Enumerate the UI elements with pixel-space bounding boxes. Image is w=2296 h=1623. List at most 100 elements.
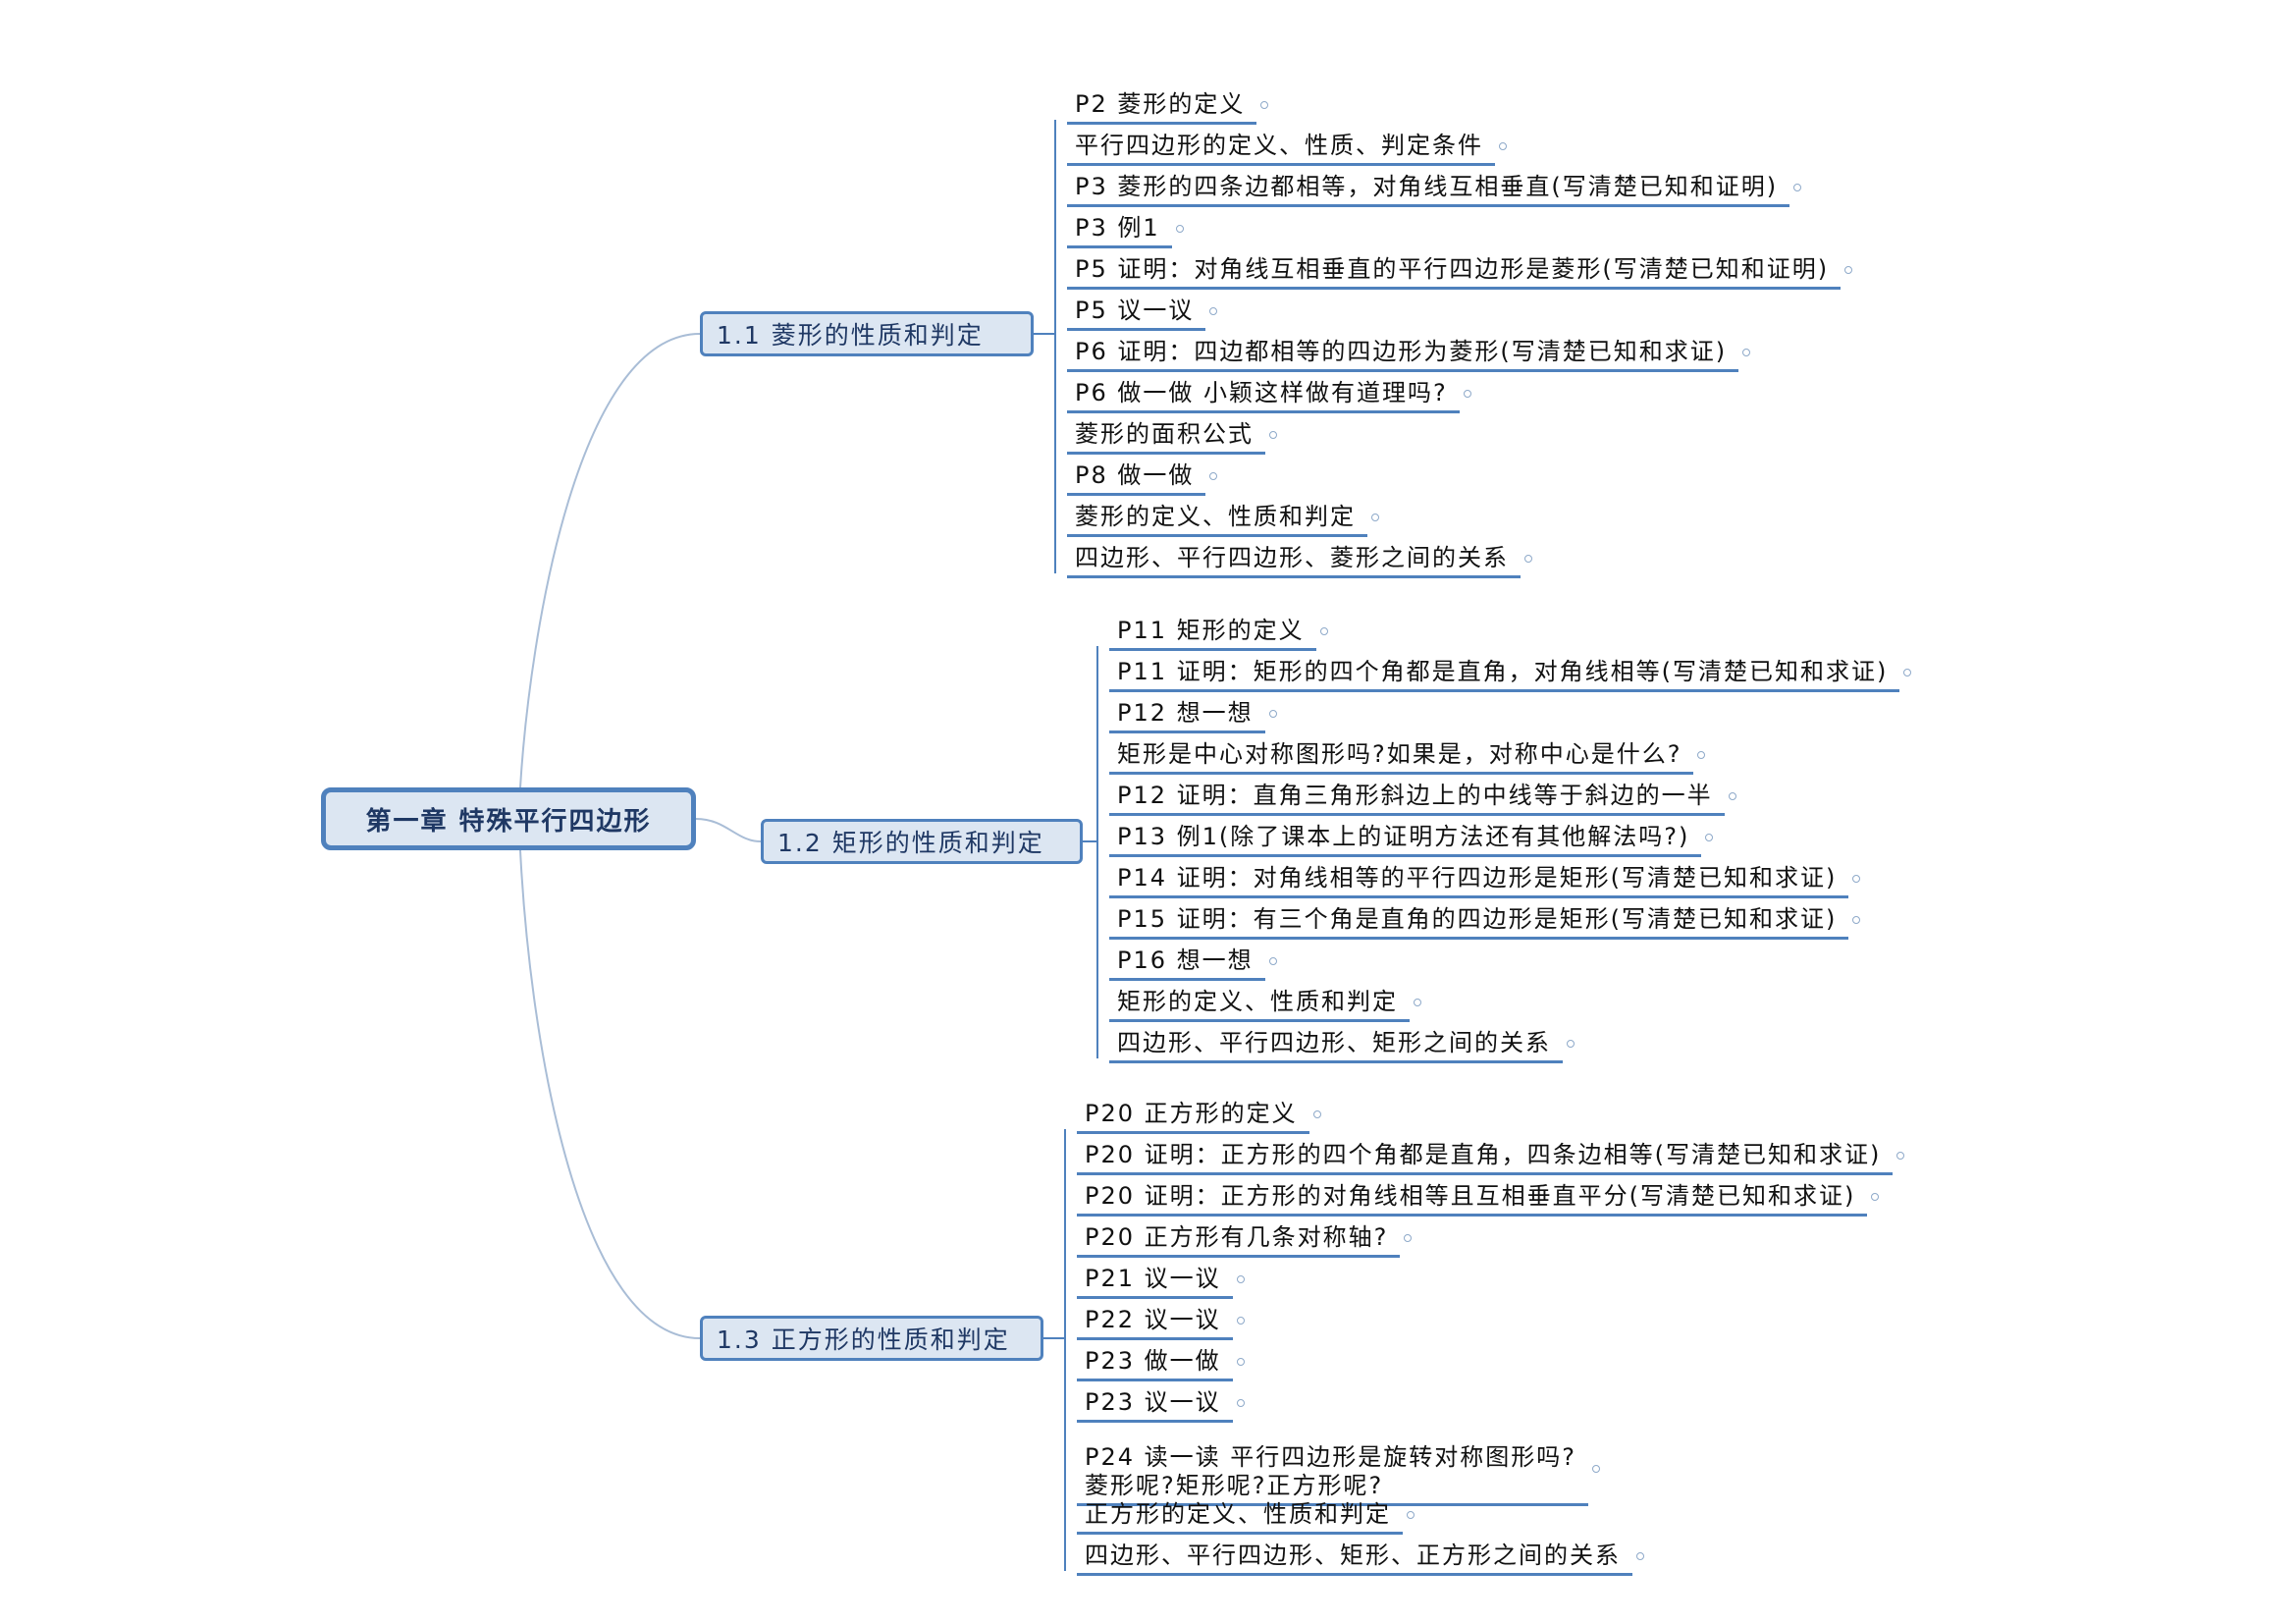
leaf-underline: [1109, 937, 1848, 940]
leaf-underline: [1077, 1296, 1233, 1299]
leaf-topic-label: 四边形、平行四边形、矩形之间的关系: [1117, 1029, 1551, 1056]
leaf-underline: [1077, 1379, 1233, 1381]
leaf-topic[interactable]: P21 议一议: [1077, 1265, 1245, 1299]
leaf-topic[interactable]: P13 例1(除了课本上的证明方法还有其他解法吗?): [1109, 823, 1713, 857]
leaf-underline: [1109, 978, 1265, 981]
leaf-topic-label: P2 菱形的定义: [1075, 90, 1246, 118]
leaf-topic-label: P20 正方形有几条对称轴?: [1085, 1223, 1389, 1251]
leaf-topic[interactable]: P3 菱形的四条边都相等，对角线互相垂直(写清楚已知和证明): [1067, 173, 1801, 207]
expand-toggle-icon[interactable]: [1176, 225, 1184, 233]
leaf-topic[interactable]: P20 证明：正方形的四个角都是直角，四条边相等(写清楚已知和求证): [1077, 1141, 1904, 1175]
leaf-topic-label: 平行四边形的定义、性质、判定条件: [1075, 132, 1483, 159]
expand-toggle-icon[interactable]: [1705, 834, 1713, 841]
expand-toggle-icon[interactable]: [1464, 390, 1471, 398]
leaf-topic[interactable]: P23 议一议: [1077, 1388, 1245, 1423]
leaf-topic[interactable]: P15 证明：有三个角是直角的四边形是矩形(写清楚已知和求证): [1109, 905, 1860, 940]
leaf-topic[interactable]: P12 证明：直角三角形斜边上的中线等于斜边的一半: [1109, 782, 1736, 816]
leaf-topic[interactable]: 四边形、平行四边形、矩形之间的关系: [1109, 1029, 1575, 1063]
expand-toggle-icon[interactable]: [1371, 514, 1379, 521]
expand-toggle-icon[interactable]: [1237, 1317, 1245, 1325]
leaf-topic[interactable]: P5 议一议: [1067, 297, 1217, 331]
leaf-topic[interactable]: P23 做一做: [1077, 1347, 1245, 1381]
expand-toggle-icon[interactable]: [1636, 1552, 1644, 1560]
root-topic-label: 第一章 特殊平行四边形: [365, 806, 652, 837]
leaf-topic[interactable]: P5 证明：对角线互相垂直的平行四边形是菱形(写清楚已知和证明): [1067, 255, 1852, 290]
leaf-topic[interactable]: P22 议一议: [1077, 1306, 1245, 1340]
leaf-topic[interactable]: P11 证明：矩形的四个角都是直角，对角线相等(写清楚已知和求证): [1109, 658, 1911, 692]
leaf-topic[interactable]: P20 正方形有几条对称轴?: [1077, 1223, 1412, 1258]
expand-toggle-icon[interactable]: [1414, 999, 1421, 1006]
expand-toggle-icon[interactable]: [1896, 1152, 1904, 1160]
leaf-underline: [1067, 534, 1367, 537]
root-topic[interactable]: 第一章 特殊平行四边形: [321, 787, 696, 850]
expand-toggle-icon[interactable]: [1320, 627, 1328, 635]
leaf-topic[interactable]: 四边形、平行四边形、矩形、正方形之间的关系: [1077, 1542, 1644, 1576]
branch-topic-1[interactable]: 1.1 菱形的性质和判定: [700, 311, 1034, 356]
expand-toggle-icon[interactable]: [1567, 1040, 1575, 1048]
expand-toggle-icon[interactable]: [1260, 101, 1268, 109]
expand-toggle-icon[interactable]: [1871, 1193, 1879, 1201]
expand-toggle-icon[interactable]: [1499, 142, 1507, 150]
branch-topic-label: 1.1 菱形的性质和判定: [717, 321, 984, 350]
leaf-underline: [1109, 730, 1265, 733]
expand-toggle-icon[interactable]: [1269, 710, 1277, 718]
expand-toggle-icon[interactable]: [1237, 1358, 1245, 1366]
leaf-underline: [1077, 1255, 1400, 1258]
leaf-underline: [1067, 452, 1265, 455]
leaf-topic-label: P12 想一想: [1117, 699, 1254, 727]
leaf-topic[interactable]: P24 读一读 平行四边形是旋转对称图形吗? 菱形呢?矩形呢?正方形呢?: [1077, 1443, 1600, 1506]
leaf-topic[interactable]: P16 想一想: [1109, 947, 1277, 981]
expand-toggle-icon[interactable]: [1269, 957, 1277, 965]
leaf-underline: [1067, 493, 1205, 496]
expand-toggle-icon[interactable]: [1269, 431, 1277, 439]
leaf-underline: [1067, 245, 1172, 248]
branch-topic-label: 1.3 正方形的性质和判定: [717, 1325, 1010, 1354]
leaf-topic[interactable]: P8 做一做: [1067, 461, 1217, 496]
leaf-topic[interactable]: 平行四边形的定义、性质、判定条件: [1067, 132, 1507, 166]
expand-toggle-icon[interactable]: [1407, 1511, 1415, 1519]
expand-toggle-icon[interactable]: [1742, 349, 1750, 356]
leaf-topic[interactable]: 四边形、平行四边形、菱形之间的关系: [1067, 544, 1532, 578]
expand-toggle-icon[interactable]: [1852, 916, 1860, 924]
leaf-topic-label: 四边形、平行四边形、矩形、正方形之间的关系: [1085, 1542, 1621, 1569]
leaf-topic[interactable]: 矩形是中心对称图形吗?如果是，对称中心是什么?: [1109, 740, 1705, 775]
leaf-underline: [1067, 122, 1256, 125]
leaf-topic[interactable]: P20 证明：正方形的对角线相等且互相垂直平分(写清楚已知和求证): [1077, 1182, 1879, 1217]
leaf-topic[interactable]: P6 证明：四边都相等的四边形为菱形(写清楚已知和求证): [1067, 338, 1750, 372]
expand-toggle-icon[interactable]: [1209, 307, 1217, 315]
expand-toggle-icon[interactable]: [1793, 184, 1801, 191]
leaf-topic[interactable]: P14 证明：对角线相等的平行四边形是矩形(写清楚已知和求证): [1109, 864, 1860, 898]
leaf-topic-label: P3 菱形的四条边都相等，对角线互相垂直(写清楚已知和证明): [1075, 173, 1779, 200]
expand-toggle-icon[interactable]: [1313, 1110, 1321, 1118]
leaf-topic[interactable]: P11 矩形的定义: [1109, 617, 1328, 651]
expand-toggle-icon[interactable]: [1404, 1234, 1412, 1242]
leaf-topic[interactable]: P6 做一做 小颖这样做有道理吗?: [1067, 379, 1471, 413]
leaf-topic[interactable]: 菱形的面积公式: [1067, 420, 1277, 455]
branch-topic-3[interactable]: 1.3 正方形的性质和判定: [700, 1316, 1043, 1361]
leaf-topic[interactable]: 矩形的定义、性质和判定: [1109, 988, 1421, 1022]
leaf-topic-label: P14 证明：对角线相等的平行四边形是矩形(写清楚已知和求证): [1117, 864, 1838, 892]
branch-topic-2[interactable]: 1.2 矩形的性质和判定: [761, 819, 1083, 864]
leaf-topic-label: 正方形的定义、性质和判定: [1085, 1500, 1391, 1528]
leaf-underline: [1109, 772, 1693, 775]
leaf-underline: [1077, 1214, 1867, 1217]
leaf-topic[interactable]: 正方形的定义、性质和判定: [1077, 1500, 1415, 1535]
leaf-topic[interactable]: P12 想一想: [1109, 699, 1277, 733]
leaf-underline: [1109, 1060, 1563, 1063]
leaf-underline: [1109, 689, 1899, 692]
expand-toggle-icon[interactable]: [1852, 875, 1860, 883]
expand-toggle-icon[interactable]: [1903, 669, 1911, 676]
expand-toggle-icon[interactable]: [1844, 266, 1852, 274]
leaf-topic[interactable]: P2 菱形的定义: [1067, 90, 1268, 125]
expand-toggle-icon[interactable]: [1592, 1465, 1600, 1473]
expand-toggle-icon[interactable]: [1209, 472, 1217, 480]
leaf-topic-label: P13 例1(除了课本上的证明方法还有其他解法吗?): [1117, 823, 1690, 850]
leaf-topic[interactable]: P3 例1: [1067, 214, 1184, 248]
expand-toggle-icon[interactable]: [1729, 792, 1736, 800]
expand-toggle-icon[interactable]: [1697, 751, 1705, 759]
expand-toggle-icon[interactable]: [1237, 1399, 1245, 1407]
expand-toggle-icon[interactable]: [1237, 1275, 1245, 1283]
expand-toggle-icon[interactable]: [1524, 555, 1532, 563]
leaf-topic[interactable]: 菱形的定义、性质和判定: [1067, 503, 1379, 537]
leaf-topic[interactable]: P20 正方形的定义: [1077, 1100, 1321, 1134]
